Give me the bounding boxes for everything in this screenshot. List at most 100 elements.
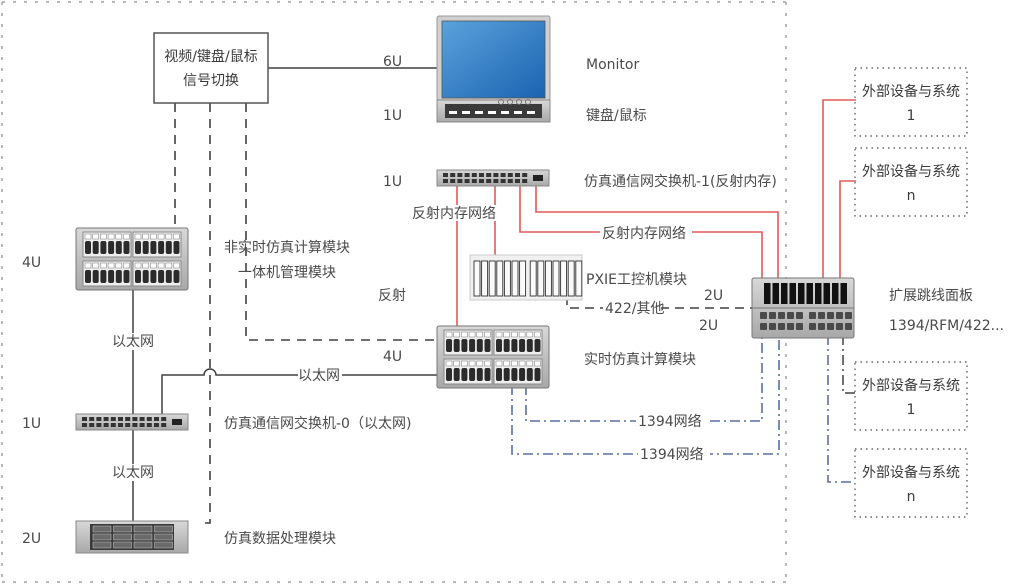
- patch-copper-port: [778, 323, 785, 330]
- switch-port: [89, 417, 95, 421]
- blade-handle: [534, 339, 541, 352]
- switch-chassis: [75, 413, 189, 431]
- blade-led: [165, 233, 173, 240]
- ethernet-label-3: 以太网: [112, 465, 154, 481]
- external-system-3-line2: 1: [907, 402, 916, 418]
- switch-port: [515, 173, 520, 177]
- external-system-box-1: [854, 67, 968, 137]
- blade-handle: [534, 368, 541, 381]
- blade-led: [173, 233, 180, 240]
- pxie-chassis-icon: [469, 254, 583, 301]
- rt-compute-label: 实时仿真计算模块: [584, 352, 696, 368]
- kvm-switch-label-1: 视频/键盘/鼠标: [164, 48, 257, 65]
- blade-led: [92, 262, 99, 269]
- serial-422-label: 422/其他: [605, 301, 664, 317]
- patch-copper-port: [845, 323, 852, 330]
- switch-port: [139, 417, 145, 421]
- blade-handle: [496, 339, 502, 352]
- kvm-dashed-lines: [174, 103, 437, 524]
- blade-led: [453, 331, 460, 338]
- switch-port: [132, 417, 138, 421]
- rt-compute-icon: [436, 325, 550, 389]
- cabinet-boundary: [1, 1, 787, 583]
- pxie-slot: [537, 260, 545, 297]
- blade-handle: [100, 270, 107, 283]
- patch-panel-u-top: 2U: [704, 288, 723, 304]
- patch-fiber-port: [815, 283, 822, 304]
- blade-led: [495, 360, 503, 367]
- blade-handle: [108, 270, 115, 283]
- pxie-slot: [511, 260, 519, 297]
- patch-copper-port: [809, 312, 816, 319]
- blade-led: [453, 360, 460, 367]
- blade-led: [495, 331, 503, 338]
- switch-chassis: [436, 169, 550, 187]
- drive-bay: [154, 533, 173, 541]
- drive-bay: [113, 533, 132, 541]
- switch-port: [139, 423, 145, 427]
- blade-handle: [173, 270, 180, 283]
- blade-led: [476, 331, 484, 338]
- monitor-u-label: 6U: [383, 54, 402, 70]
- blade-led: [526, 331, 534, 338]
- patch-fiber-port: [789, 283, 796, 304]
- blade-handle: [453, 339, 460, 352]
- drive-bay: [92, 541, 112, 549]
- switch-port: [89, 423, 95, 427]
- blade-led: [484, 331, 491, 338]
- blade-led: [134, 262, 142, 269]
- external-system-2-line2: n: [907, 188, 916, 204]
- switch-port: [161, 417, 167, 421]
- switch-port: [443, 173, 448, 177]
- patch-copper-port: [760, 323, 767, 330]
- blade-handle: [123, 241, 130, 254]
- blade-handle: [484, 339, 491, 352]
- blade-led: [445, 360, 453, 367]
- pxie-slot: [473, 260, 481, 297]
- monitor-label: Monitor: [586, 57, 639, 73]
- pxie-slot: [496, 260, 504, 297]
- patch-copper-port: [760, 312, 767, 319]
- external-system-box-2: [854, 147, 968, 217]
- external-system-1-line2: 1: [907, 108, 916, 124]
- blade-handle: [85, 241, 91, 254]
- switch-port: [486, 179, 492, 183]
- blade-led: [511, 331, 518, 338]
- rfm-switch-icon: [436, 169, 550, 187]
- patch-copper-port: [827, 323, 834, 330]
- patch-panel-u-bottom: 2U: [699, 318, 718, 334]
- blade-handle: [511, 368, 518, 381]
- switch-port: [515, 179, 520, 183]
- blade-led: [173, 262, 180, 269]
- blade-led: [476, 360, 484, 367]
- nonrt-compute-icon: [75, 227, 189, 291]
- patch-copper-port: [778, 312, 785, 319]
- blade-led: [142, 233, 149, 240]
- blade-handle: [173, 241, 180, 254]
- blade-led: [518, 331, 526, 338]
- drive-bay: [133, 541, 153, 549]
- switch-port: [507, 173, 513, 177]
- drive-bay: [92, 525, 112, 533]
- patch-copper-port: [769, 312, 776, 319]
- switch-port: [146, 417, 152, 421]
- pxie-slot: [544, 260, 552, 297]
- external-system-box-3: [854, 361, 968, 431]
- blade-led: [468, 360, 476, 367]
- blade-led: [100, 262, 107, 269]
- nonrt-compute-label-1: 非实时仿真计算模块: [224, 240, 350, 256]
- patch-copper-port: [796, 312, 803, 319]
- blade-handle: [526, 339, 533, 352]
- switch-port: [522, 179, 528, 183]
- drive-bay: [113, 541, 132, 549]
- blade-led: [84, 262, 92, 269]
- monitor-icon: [436, 15, 551, 101]
- blade-led: [165, 262, 173, 269]
- blade-handle: [108, 241, 115, 254]
- pxie-slot: [488, 260, 496, 297]
- blade-handle: [461, 339, 468, 352]
- pxie-slot: [552, 260, 560, 297]
- switch-port: [450, 173, 456, 177]
- ieee1394-label-2: 1394网络: [640, 447, 704, 463]
